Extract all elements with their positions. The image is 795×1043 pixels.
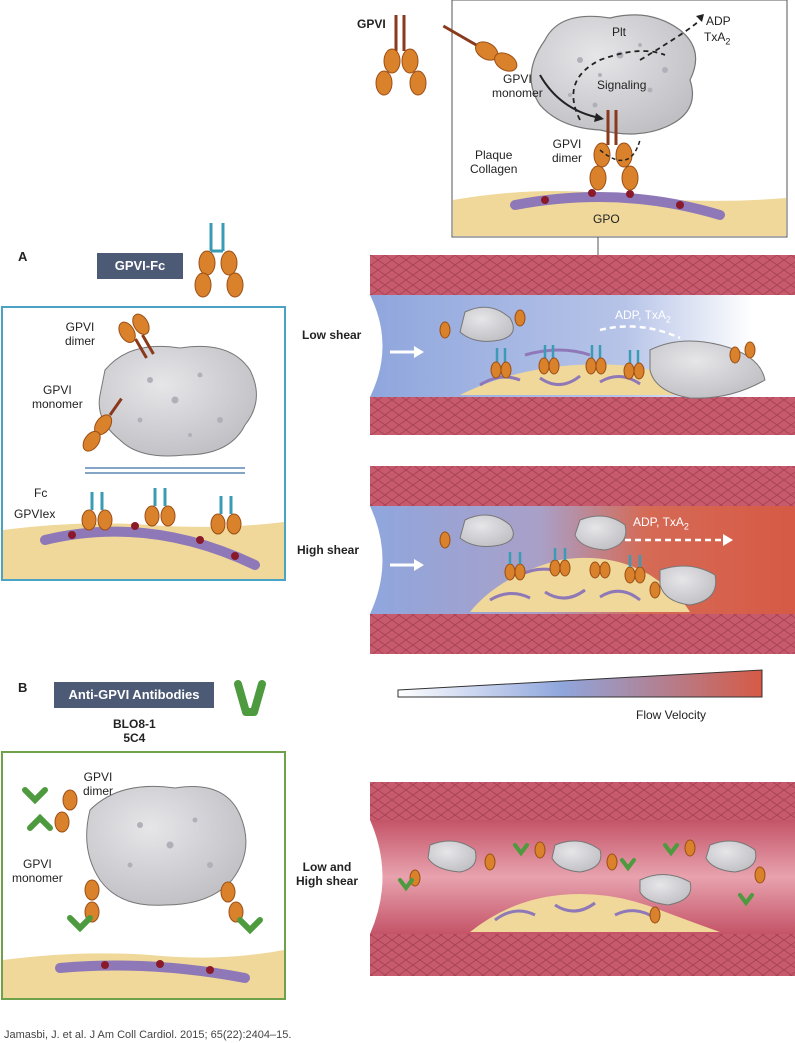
panel-a-box: [1, 306, 286, 581]
gpvi-legend-icon: [375, 15, 427, 96]
low-shear-label: Low shear: [302, 328, 362, 342]
vessel-high-shear: [370, 466, 795, 654]
antibody-icon: [234, 680, 266, 716]
panel-b-letter: B: [18, 680, 28, 695]
high-shear-label: High shear: [297, 543, 360, 557]
inset-platelet-label: Plt: [612, 25, 627, 39]
gpvi-legend-label: GPVI: [357, 17, 386, 31]
panel-a-fc-label: Fc: [34, 486, 48, 500]
panel-a-letter: A: [18, 249, 28, 264]
signaling-inset: [442, 0, 788, 238]
panel-b-tag: Anti-GPVI Antibodies: [54, 682, 214, 708]
inset-signaling-label: Signaling: [597, 78, 647, 92]
citation: Jamasbi, J. et al. J Am Coll Cardiol. 20…: [4, 1029, 292, 1041]
high-shear-adp-label: ADP, TxA2: [633, 515, 689, 532]
inset-gpo-label: GPO: [593, 212, 620, 226]
panel-b-box: [1, 751, 286, 1000]
gpvi-fc-icon: [194, 223, 244, 298]
inset-adp-label: ADP: [706, 14, 731, 28]
low-shear-adp-label: ADP, TxA2: [615, 308, 671, 325]
flow-velocity-label: Flow Velocity: [636, 708, 707, 722]
vessel-low-shear: [370, 255, 795, 435]
panel-a-gpviex-label: GPVIex: [14, 507, 56, 521]
inset-txa-label: TxA2: [704, 30, 731, 47]
vessel-low-and-high-shear: [370, 782, 795, 976]
panel-a-tag: GPVI-Fc: [97, 253, 183, 279]
flow-velocity-gradient: [397, 669, 763, 698]
